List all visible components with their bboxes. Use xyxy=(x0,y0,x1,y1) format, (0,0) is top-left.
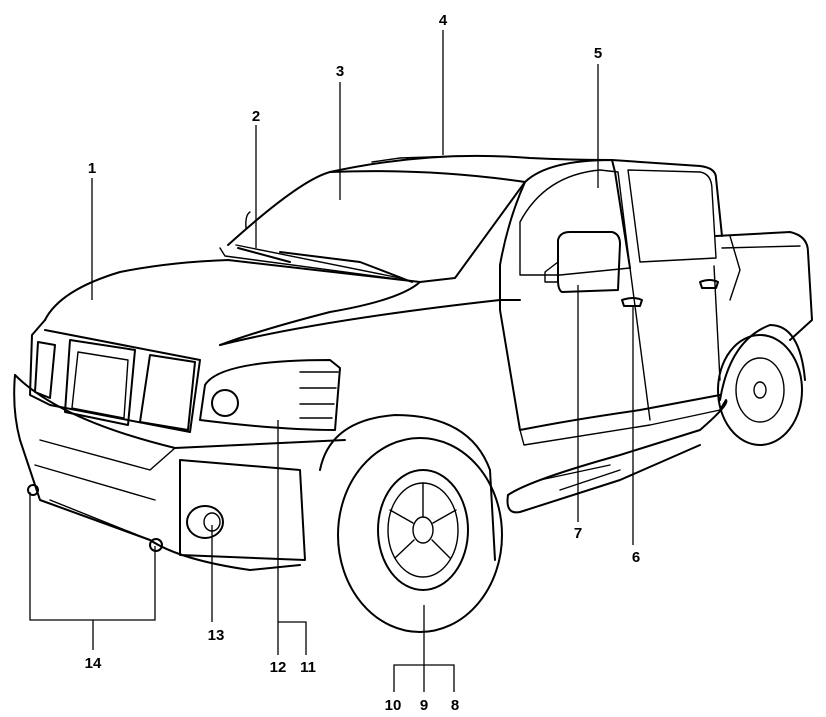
callout-3: 3 xyxy=(336,63,344,80)
leader-lines xyxy=(29,30,634,692)
callout-6: 6 xyxy=(632,549,640,566)
callout-12: 12 xyxy=(270,659,287,676)
leader-14-bracket xyxy=(29,492,156,621)
rear-wheel xyxy=(717,324,806,446)
callout-5: 5 xyxy=(594,45,602,62)
callout-1: 1 xyxy=(88,160,96,177)
truck-body xyxy=(13,154,813,571)
callout-labels: 1 2 3 4 5 6 7 8 9 10 11 12 13 14 xyxy=(85,12,641,714)
callout-10: 10 xyxy=(385,697,402,714)
front-wheel xyxy=(319,414,503,633)
callout-8: 8 xyxy=(451,697,459,714)
callout-11: 11 xyxy=(300,659,316,676)
callout-7: 7 xyxy=(574,525,582,542)
leader-11 xyxy=(278,621,307,655)
callout-4: 4 xyxy=(439,12,448,29)
callout-9: 9 xyxy=(420,697,428,714)
callout-13: 13 xyxy=(208,627,225,644)
callout-14: 14 xyxy=(85,655,102,672)
leader-8-10-bracket xyxy=(393,664,455,692)
callout-2: 2 xyxy=(252,108,260,125)
